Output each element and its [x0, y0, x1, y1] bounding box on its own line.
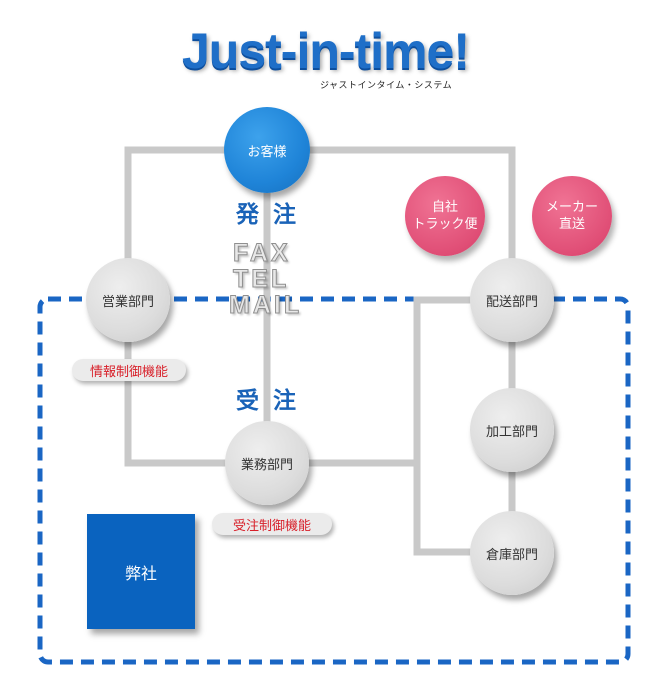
order-placed-label: 発注 — [236, 201, 310, 227]
company-boundary — [37, 296, 631, 665]
own-truck-line-1: 自社 — [431, 200, 458, 215]
node-processing-dept-label: 加工部門 — [485, 424, 538, 440]
channel-tel: TEL — [232, 265, 290, 293]
own-truck-delivery: 自社 トラック便 — [405, 176, 485, 256]
maker-direct-delivery: メーカー 直送 — [532, 176, 612, 256]
node-customer-label: お客様 — [247, 144, 287, 160]
page-title: Just-in-time! — [182, 23, 470, 79]
node-warehouse-dept-label: 倉庫部門 — [485, 547, 538, 563]
line-sales-business — [124, 300, 267, 467]
line-delivery-warehouse — [413, 296, 512, 556]
header-title-wrap: Just-in-time! — [0, 22, 651, 80]
node-sales-dept-label: 営業部門 — [101, 294, 154, 310]
order-control-label: 受注制御機能 — [232, 518, 311, 534]
node-warehouse-dept: 倉庫部門 — [470, 511, 554, 595]
channel-fax: FAX — [233, 239, 291, 267]
order-received-label: 受注 — [236, 387, 310, 413]
node-business-dept: 業務部門 — [225, 421, 309, 505]
maker-direct-line-2: 直送 — [558, 217, 585, 232]
line-sales-customer-delivery — [124, 146, 516, 300]
node-business-dept-label: 業務部門 — [240, 457, 293, 473]
node-processing-dept: 加工部門 — [470, 388, 554, 472]
node-customer: お客様 — [224, 107, 310, 193]
node-delivery-dept-label: 配送部門 — [485, 294, 538, 310]
info-control-label: 情報制御機能 — [89, 364, 168, 380]
maker-direct-line-1: メーカー — [545, 200, 598, 215]
own-truck-line-2: トラック便 — [412, 217, 478, 232]
page-subtitle: ジャストインタイム・システム — [320, 81, 453, 91]
node-sales-dept: 営業部門 — [86, 258, 170, 342]
info-control-function: 情報制御機能 — [72, 359, 186, 381]
company-box: 弊社 — [87, 514, 195, 629]
channel-mail: MAIL — [228, 291, 303, 319]
node-delivery-dept: 配送部門 — [470, 258, 554, 342]
company-label: 弊社 — [124, 563, 157, 583]
order-control-function: 受注制御機能 — [212, 513, 332, 535]
